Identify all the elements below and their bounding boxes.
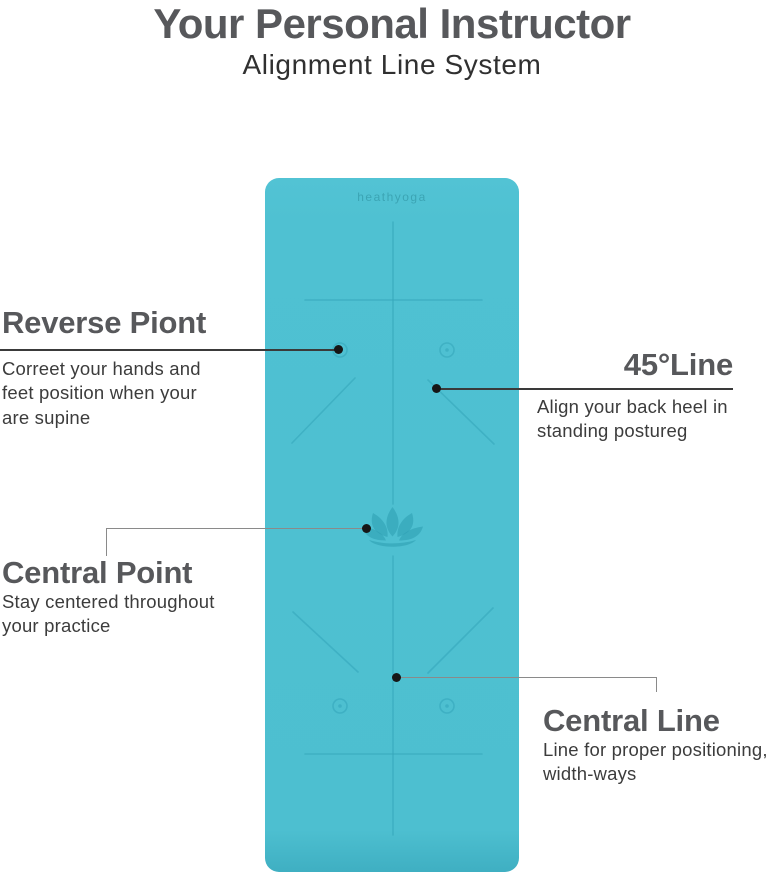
connector-dot [432, 384, 441, 393]
connector-line [106, 528, 367, 530]
connector-line [397, 677, 657, 679]
reverse-point-marker [332, 698, 348, 714]
diagonal-45-line [427, 607, 494, 674]
page-title: Your Personal Instructor [153, 0, 631, 47]
diagonal-45-line [291, 377, 356, 444]
connector-line [0, 349, 337, 351]
connector-dot [392, 673, 401, 682]
callout-45-line-title: 45°Line [623, 347, 733, 382]
lotus-icon [362, 507, 423, 547]
connector-line [106, 528, 108, 556]
callout-central-point-description: Stay centered throughout your practice [2, 591, 215, 637]
mat-brand-label: heathyoga [357, 190, 427, 204]
diagonal-45-line [292, 611, 359, 673]
page-subtitle: Alignment Line System [242, 49, 542, 80]
connector-line [437, 388, 733, 390]
yoga-mat: heathyoga [265, 178, 519, 872]
connector-dot [362, 524, 371, 533]
alignment-lines-graphic [291, 221, 495, 836]
callout-reverse-point-title: Reverse Piont [2, 305, 207, 340]
callout-central-point-title: Central Point [2, 555, 193, 590]
connector-dot [334, 345, 343, 354]
connector-line [656, 677, 658, 692]
callout-central-line-title: Central Line [543, 703, 720, 738]
reverse-point-marker [439, 698, 455, 714]
callout-reverse-point-description: Correet your hands and feet position whe… [2, 358, 201, 428]
callout-central-line-description: Line for proper positioning, width-ways [543, 739, 768, 785]
callout-45-line-description: Align your back heel in standing posture… [537, 396, 728, 442]
reverse-point-marker [439, 342, 455, 358]
